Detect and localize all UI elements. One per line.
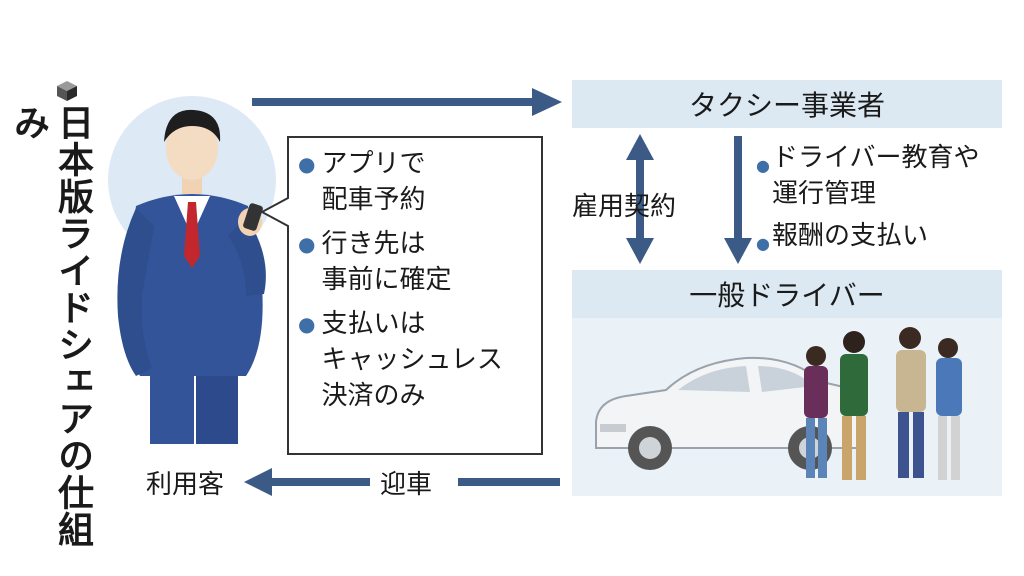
taxi-operator-label: タクシー事業者 (688, 89, 885, 122)
bullet-icon: ● (756, 234, 770, 253)
arrow-head (532, 88, 562, 116)
general-driver-header: 一般ドライバー (572, 270, 1002, 318)
speech-bubble: ● アプリで 配車予約 ● 行き先は 事前に確定 ● 支払いは キャッシュレス … (298, 146, 538, 414)
arrow-head (626, 238, 654, 264)
car-and-drivers-illustration (595, 327, 962, 480)
bubble-item: ● アプリで 配車予約 (298, 146, 538, 218)
duty-item: ● ドライバー教育や 運行管理 (756, 140, 979, 212)
employment-contract-label: 雇用契約 (572, 192, 677, 222)
operator-duties: ● ドライバー教育や 運行管理 ● 報酬の支払い (756, 140, 979, 262)
taxi-operator-box: タクシー事業者 (572, 80, 1002, 128)
customer-label: 利用客 (146, 470, 225, 500)
bubble-line: アプリで (321, 149, 426, 179)
speech-bubble-frame (260, 136, 543, 455)
bubble-item: ● 行き先は 事前に確定 (298, 226, 538, 298)
bubble-line: 支払いは (321, 309, 426, 339)
duty-item: ● 報酬の支払い (756, 218, 979, 262)
bullet-icon: ● (298, 152, 316, 176)
customer-person-illustration (108, 96, 276, 444)
bubble-line: 行き先は (321, 229, 426, 259)
arrow-head (626, 134, 654, 160)
bullet-icon: ● (298, 232, 316, 256)
bubble-item: ● 支払いは キャッシュレス 決済のみ (298, 306, 538, 414)
arrow-head (244, 468, 272, 496)
title-cube-icon (56, 80, 78, 102)
diagram-title: 日本版ライドシェアの仕組み (8, 104, 93, 548)
duty-line: 報酬の支払い (771, 221, 928, 251)
bullet-icon: ● (756, 156, 770, 175)
bubble-line: 決済のみ (321, 381, 426, 411)
bubble-line: 配車予約 (321, 185, 426, 215)
bubble-line: キャッシュレス (321, 345, 503, 375)
duty-line: 運行管理 (771, 179, 876, 209)
general-driver-label: 一般ドライバー (689, 279, 885, 312)
duty-line: ドライバー教育や (771, 143, 980, 173)
arrow-head (724, 238, 752, 264)
bullet-icon: ● (298, 312, 316, 336)
pickup-label: 迎車 (380, 470, 433, 500)
bubble-line: 事前に確定 (321, 265, 452, 295)
